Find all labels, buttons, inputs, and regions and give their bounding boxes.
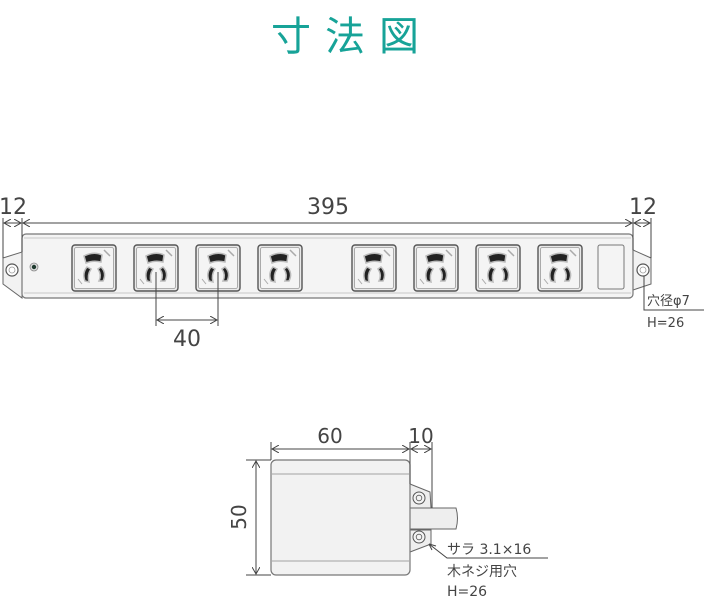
outlet-6 <box>413 244 459 292</box>
dim-pitch-40: 40 <box>173 327 201 352</box>
screw-hole-top <box>412 491 426 505</box>
dim-height-50: 50 <box>227 504 251 529</box>
outlet-5 <box>351 244 397 292</box>
screw-spec-note: サラ 3.1×16 <box>447 542 531 558</box>
mount-hole-left <box>5 263 19 277</box>
outlet-7 <box>475 244 521 292</box>
dim-left-12: 12 <box>0 195 27 220</box>
dim-right-12: 12 <box>629 195 657 220</box>
top-view: 12 395 12 40 穴径φ7 H=26 <box>0 195 704 352</box>
screw-height-note: H=26 <box>447 584 487 600</box>
mount-hole-right <box>636 263 650 277</box>
dim-flange-10: 10 <box>408 424 433 448</box>
outlet-1 <box>71 244 117 292</box>
cable <box>409 507 458 530</box>
screw-hole-note: 木ネジ用穴 <box>447 564 517 580</box>
hole-height-note: H=26 <box>647 316 684 331</box>
outlet-8 <box>537 244 583 292</box>
hole-diameter-note: 穴径φ7 <box>647 294 690 309</box>
side-view: 60 10 50 サラ 3.1×16 木ネジ用穴 H=26 <box>227 424 548 600</box>
dim-total-395: 395 <box>307 195 349 220</box>
dim-width-60: 60 <box>317 424 342 448</box>
page-title: 寸法図 <box>271 14 433 60</box>
outlet-4 <box>257 244 303 292</box>
switch-plate <box>597 244 625 290</box>
screw-hole-bottom <box>412 530 426 544</box>
side-body <box>270 459 411 576</box>
